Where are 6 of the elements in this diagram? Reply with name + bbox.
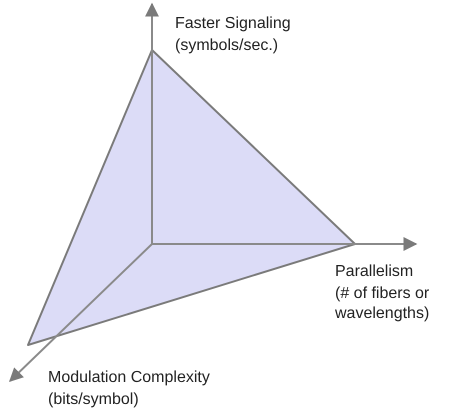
axis-label: Modulation Complexity: [48, 368, 210, 388]
axis-unit-label: (# of fibers or wavelengths): [335, 284, 430, 324]
axis-unit-label: (bits/symbol): [48, 390, 139, 410]
axis-unit-label: (symbols/sec.): [175, 36, 278, 56]
axis-label: Parallelism: [335, 262, 414, 282]
axis-label: Faster Signaling: [175, 14, 291, 34]
